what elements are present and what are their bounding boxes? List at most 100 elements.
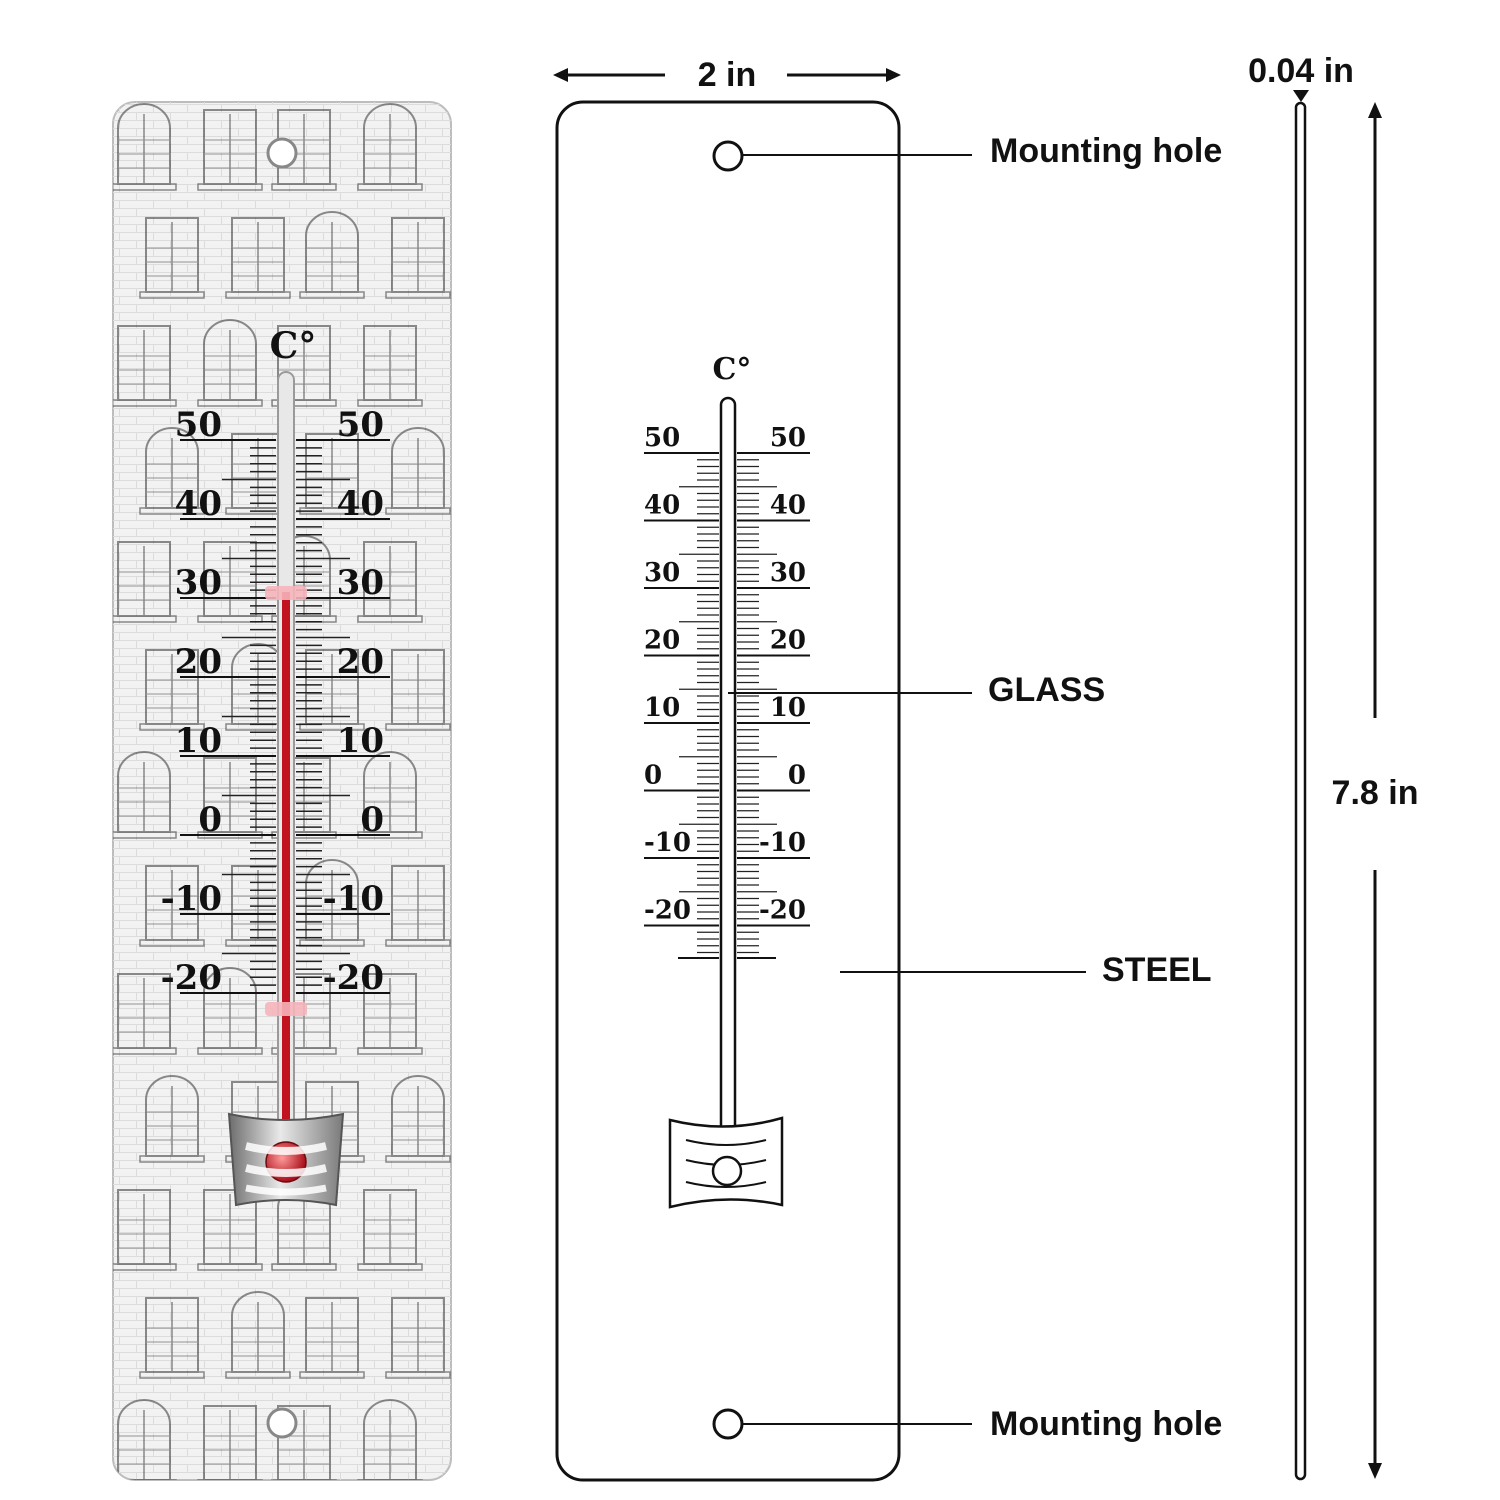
diagram-glass-tube — [719, 396, 737, 1160]
photo-scale-label-right: 30 — [337, 563, 384, 603]
callout-mounting-hole-bottom: Mounting hole — [990, 1405, 1222, 1443]
diagram-scale-label-left: 20 — [644, 626, 680, 656]
window-motif — [385, 1075, 451, 1163]
photo-scale-label-left: 0 — [198, 800, 222, 840]
window-motif — [139, 217, 205, 299]
photo-scale-label-left: 30 — [175, 563, 222, 603]
photo-tube-clip-top — [265, 586, 307, 600]
photo-unit-label: C° — [270, 325, 317, 367]
photo-scale-label-right: 20 — [337, 642, 384, 682]
photo-scale-label-left: -20 — [161, 958, 222, 998]
diagram-scale-label-right: 50 — [770, 423, 806, 453]
diagram-scale-label-right: -10 — [759, 828, 806, 858]
diagram-scale-label-left: 10 — [644, 693, 680, 723]
window-motif — [299, 211, 365, 299]
window-motif — [271, 1405, 337, 1480]
diagram-scale-label-left: 40 — [644, 491, 680, 521]
diagram-scale-label-left: -10 — [644, 828, 691, 858]
window-motif — [113, 541, 177, 623]
window-motif — [357, 325, 423, 407]
window-motif — [357, 103, 423, 191]
window-motif — [385, 865, 451, 947]
diagram-scale-label-left: 50 — [644, 423, 680, 453]
width-dimension: 2 in — [553, 56, 901, 94]
callout-steel: STEEL — [1102, 951, 1212, 989]
window-motif — [197, 967, 263, 1055]
photo-scale-label-left: 10 — [175, 721, 222, 761]
window-motif — [197, 109, 263, 191]
photo-mounting-hole-top — [266, 137, 298, 169]
diagram-plate-outline — [555, 100, 901, 1482]
window-motif — [357, 751, 423, 839]
diagram-scale-label-right: 20 — [770, 626, 806, 656]
photo-scale-label-left: 40 — [175, 484, 222, 524]
photo-mounting-hole-bottom — [266, 1407, 298, 1439]
diagram-scale-label-right: 30 — [770, 558, 806, 588]
window-motif — [271, 325, 337, 407]
diagram-mounting-hole-bottom — [712, 1408, 744, 1440]
thickness-dimension: 0.04 in — [1248, 52, 1354, 1481]
diagram-unit-label: C° — [713, 352, 752, 387]
window-motif — [225, 217, 291, 299]
height-label: 7.8 in — [1332, 774, 1419, 812]
window-motif — [357, 973, 423, 1055]
window-motif — [357, 1189, 423, 1271]
photo-scale-label-right: 40 — [337, 484, 384, 524]
window-motif — [357, 541, 423, 623]
diagram-scale-label-right: 10 — [770, 693, 806, 723]
photo-scale-label-right: 10 — [337, 721, 384, 761]
window-motif — [113, 1399, 177, 1480]
height-dimension: 7.8 in — [1332, 102, 1419, 1479]
diagram-scale-label-left: 0 — [644, 761, 662, 791]
window-motif — [113, 103, 177, 191]
diagram-bulb — [711, 1155, 743, 1187]
photo-scale: 50 50 40 40 30 30 20 20 10 10 0 0 -10 -10 -20 -20 — [161, 405, 390, 998]
window-motif — [113, 973, 177, 1055]
window-motif — [113, 1189, 177, 1271]
diagram-scale-label-right: -20 — [759, 896, 806, 926]
window-motif — [299, 649, 365, 731]
photo-mercury-column — [282, 592, 290, 1132]
diagram-scale-label-left: 30 — [644, 558, 680, 588]
window-motif — [385, 1297, 451, 1379]
thickness-label: 0.04 in — [1248, 52, 1354, 90]
window-motif — [225, 1291, 291, 1379]
photo-scale-label-left: 50 — [175, 405, 222, 445]
callout-mounting-hole-top: Mounting hole — [990, 132, 1222, 170]
window-motif — [139, 865, 205, 947]
photo-scale-label-right: -10 — [323, 879, 384, 919]
diagram-scale-label-right: 40 — [770, 491, 806, 521]
width-label: 2 in — [698, 56, 757, 94]
window-motif — [139, 1075, 205, 1163]
window-motif — [299, 433, 365, 515]
window-motif — [139, 649, 205, 731]
diagram-mounting-hole-top — [712, 140, 744, 172]
window-motif — [357, 1399, 423, 1480]
window-motif — [139, 427, 205, 515]
photo-scale-label-right: -20 — [323, 958, 384, 998]
photo-tube-clip-bottom — [265, 1002, 307, 1016]
photo-scale-label-right: 0 — [360, 800, 384, 840]
window-motif — [385, 427, 451, 515]
window-motif — [385, 217, 451, 299]
photo-scale-label-left: -10 — [161, 879, 222, 919]
window-motif — [139, 1297, 205, 1379]
window-motif — [113, 751, 177, 839]
diagram-bulb-holder — [668, 1116, 784, 1209]
window-motif — [197, 1405, 263, 1480]
diagram-scale-label-right: 0 — [788, 761, 806, 791]
photo-scale-label-right: 50 — [337, 405, 384, 445]
photo-bulb-cage — [227, 1112, 345, 1207]
side-profile — [1294, 101, 1307, 1481]
window-motif — [385, 649, 451, 731]
window-motif — [197, 319, 263, 407]
window-motif — [113, 325, 177, 407]
window-motif — [197, 541, 263, 623]
callout-glass: GLASS — [988, 671, 1105, 709]
window-motif — [299, 1297, 365, 1379]
window-motif — [299, 859, 365, 947]
photo-scale-label-left: 20 — [175, 642, 222, 682]
